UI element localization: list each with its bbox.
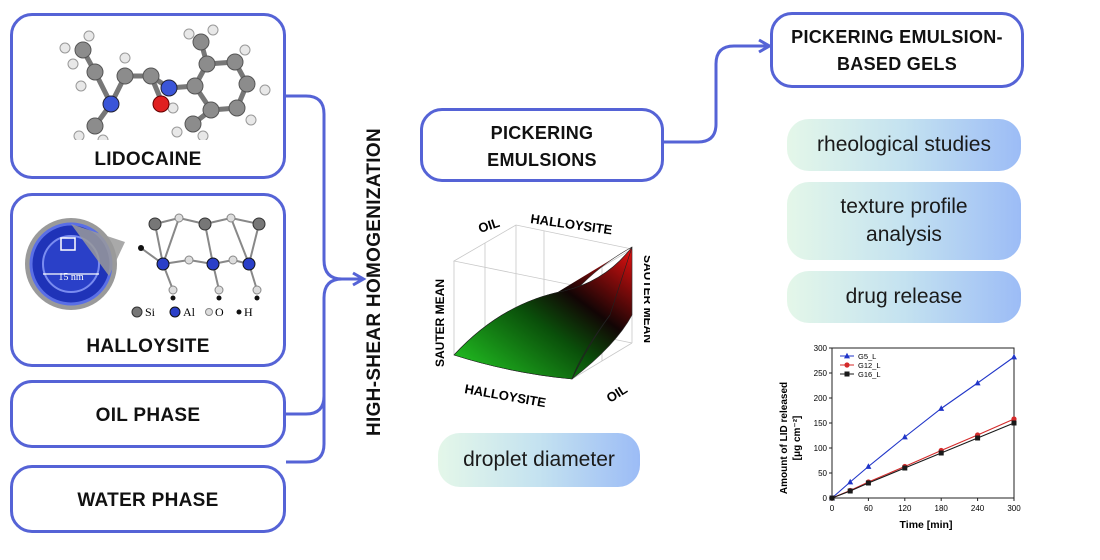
- chart-ylabel-line1: Amount of LID released: [779, 382, 790, 494]
- y-tick-label: 100: [814, 444, 828, 453]
- legend-h: H: [244, 305, 253, 319]
- halloysite-structure-image: 15 nm Si: [25, 213, 266, 319]
- chart-series: [829, 353, 1017, 501]
- legend-marker-g12-l: [844, 362, 850, 368]
- data-point-g5-l: [974, 379, 981, 386]
- series-line-g12-l: [831, 418, 1015, 499]
- data-point-g12-l: [1011, 416, 1017, 422]
- scale-bar-label: 15 nm: [58, 272, 84, 283]
- data-point-g5-l: [901, 433, 908, 440]
- lidocaine-molecule-image: [59, 24, 271, 140]
- y-tick-label: 50: [818, 469, 827, 478]
- data-point-g5-l: [938, 405, 945, 411]
- axis-oil-bottom: OIL: [604, 381, 630, 405]
- legend-marker-g5-l: [844, 352, 850, 359]
- axis-halloysite-top: HALLOYSITE: [530, 211, 614, 237]
- response-surface-plot: OIL HALLOYSITE SAUTER MEAN SAUTER MEAN H…: [433, 211, 650, 410]
- legend-si: Si: [145, 305, 156, 319]
- legend-o: O: [215, 305, 224, 319]
- lidocaine-box: LIDOCAINE: [10, 13, 286, 179]
- oil-phase-box: OIL PHASE: [10, 380, 286, 448]
- pickering-emulsions-box: PICKERING EMULSIONS: [420, 108, 664, 182]
- data-point-g16-l: [829, 495, 835, 501]
- gels-label: PICKERING EMULSION- BASED GELS: [791, 27, 1003, 74]
- series-line-g16-l: [831, 422, 1015, 499]
- data-point-g16-l: [1011, 420, 1017, 426]
- drug-release-pill: drug release: [787, 271, 1021, 323]
- y-tick-label: 0: [823, 494, 828, 503]
- chart-xlabel: Time [min]: [900, 519, 953, 531]
- data-point-g16-l: [975, 435, 981, 441]
- rheological-studies-pill: rheological studies: [787, 119, 1021, 171]
- data-point-g16-l: [938, 450, 944, 456]
- oil-phase-label: OIL PHASE: [95, 405, 201, 426]
- halloysite-label: HALLOYSITE: [86, 336, 210, 357]
- y-tick-label: 200: [814, 394, 828, 403]
- x-tick-label: 240: [971, 504, 985, 513]
- halloysite-box: 15 nm Si: [10, 193, 286, 367]
- legend-marker-g16-l: [844, 371, 850, 377]
- water-phase-label: WATER PHASE: [77, 490, 219, 511]
- data-point-g16-l: [847, 488, 853, 494]
- process-title: HIGH-SHEAR HOMOGENIZATION: [364, 128, 385, 436]
- atom-legend: Si Al O H: [131, 305, 253, 319]
- data-point-g5-l: [865, 463, 872, 469]
- texture-profile-pill: texture profile analysis: [787, 182, 1021, 260]
- axis-sauter-right: SAUTER MEAN: [641, 255, 650, 343]
- x-tick-label: 60: [864, 504, 873, 513]
- chart-axes: 0 60 120 180 240 300 0 50 100 150 200 250 300: [814, 344, 1022, 513]
- y-tick-label: 150: [814, 419, 828, 428]
- data-point-g16-l: [902, 465, 908, 471]
- axis-halloysite-bottom: HALLOYSITE: [463, 381, 547, 410]
- chart-ylabel-line2: [μg cm⁻²]: [792, 416, 803, 461]
- data-point-g5-l: [847, 478, 854, 485]
- axis-sauter-left: SAUTER MEAN: [433, 279, 447, 367]
- x-tick-label: 120: [898, 504, 912, 513]
- x-tick-label: 300: [1007, 504, 1021, 513]
- droplet-diameter-pill: droplet diameter: [438, 433, 640, 487]
- axis-oil-top: OIL: [476, 215, 501, 236]
- legend-label-g12-l: G12_L: [858, 361, 881, 370]
- x-tick-label: 0: [830, 504, 835, 513]
- lidocaine-label: LIDOCAINE: [94, 149, 202, 170]
- y-tick-label: 300: [814, 344, 828, 353]
- legend-label-g5-l: G5_L: [858, 352, 876, 361]
- y-tick-label: 250: [814, 369, 828, 378]
- x-tick-label: 180: [935, 504, 949, 513]
- gels-box: PICKERING EMULSION- BASED GELS: [770, 12, 1024, 88]
- texture-profile-label: texture profile analysis: [840, 194, 968, 246]
- water-phase-box: WATER PHASE: [10, 465, 286, 533]
- legend-al: Al: [183, 305, 196, 319]
- pickering-emulsions-label: PICKERING EMULSIONS: [487, 123, 597, 170]
- data-point-g5-l: [1011, 353, 1017, 360]
- data-point-g16-l: [865, 480, 871, 486]
- legend-label-g16-l: G16_L: [858, 370, 881, 379]
